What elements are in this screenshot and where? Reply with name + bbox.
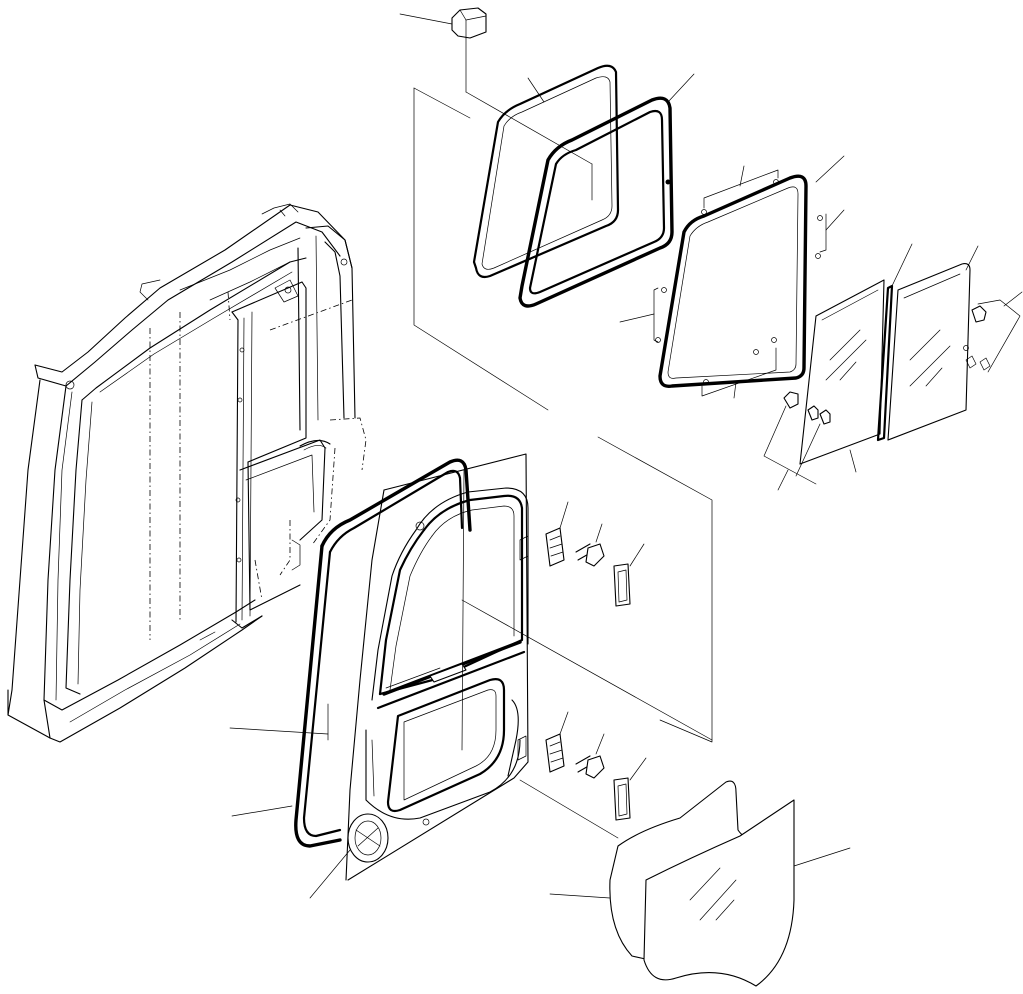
sliding-glass-panes — [763, 243, 1023, 491]
glass-fastener-icons — [655, 179, 823, 385]
cab-frame — [7, 203, 367, 743]
side-window-glass — [619, 155, 845, 399]
door-assembly — [229, 453, 529, 899]
hinge-hardware-upper — [545, 501, 645, 607]
top-cap — [399, 7, 487, 39]
upper-window-glass-set — [472, 64, 695, 308]
explode-guide-lines — [413, 87, 713, 839]
lower-door-glass — [549, 780, 851, 987]
hinge-hardware-lower — [545, 711, 647, 821]
